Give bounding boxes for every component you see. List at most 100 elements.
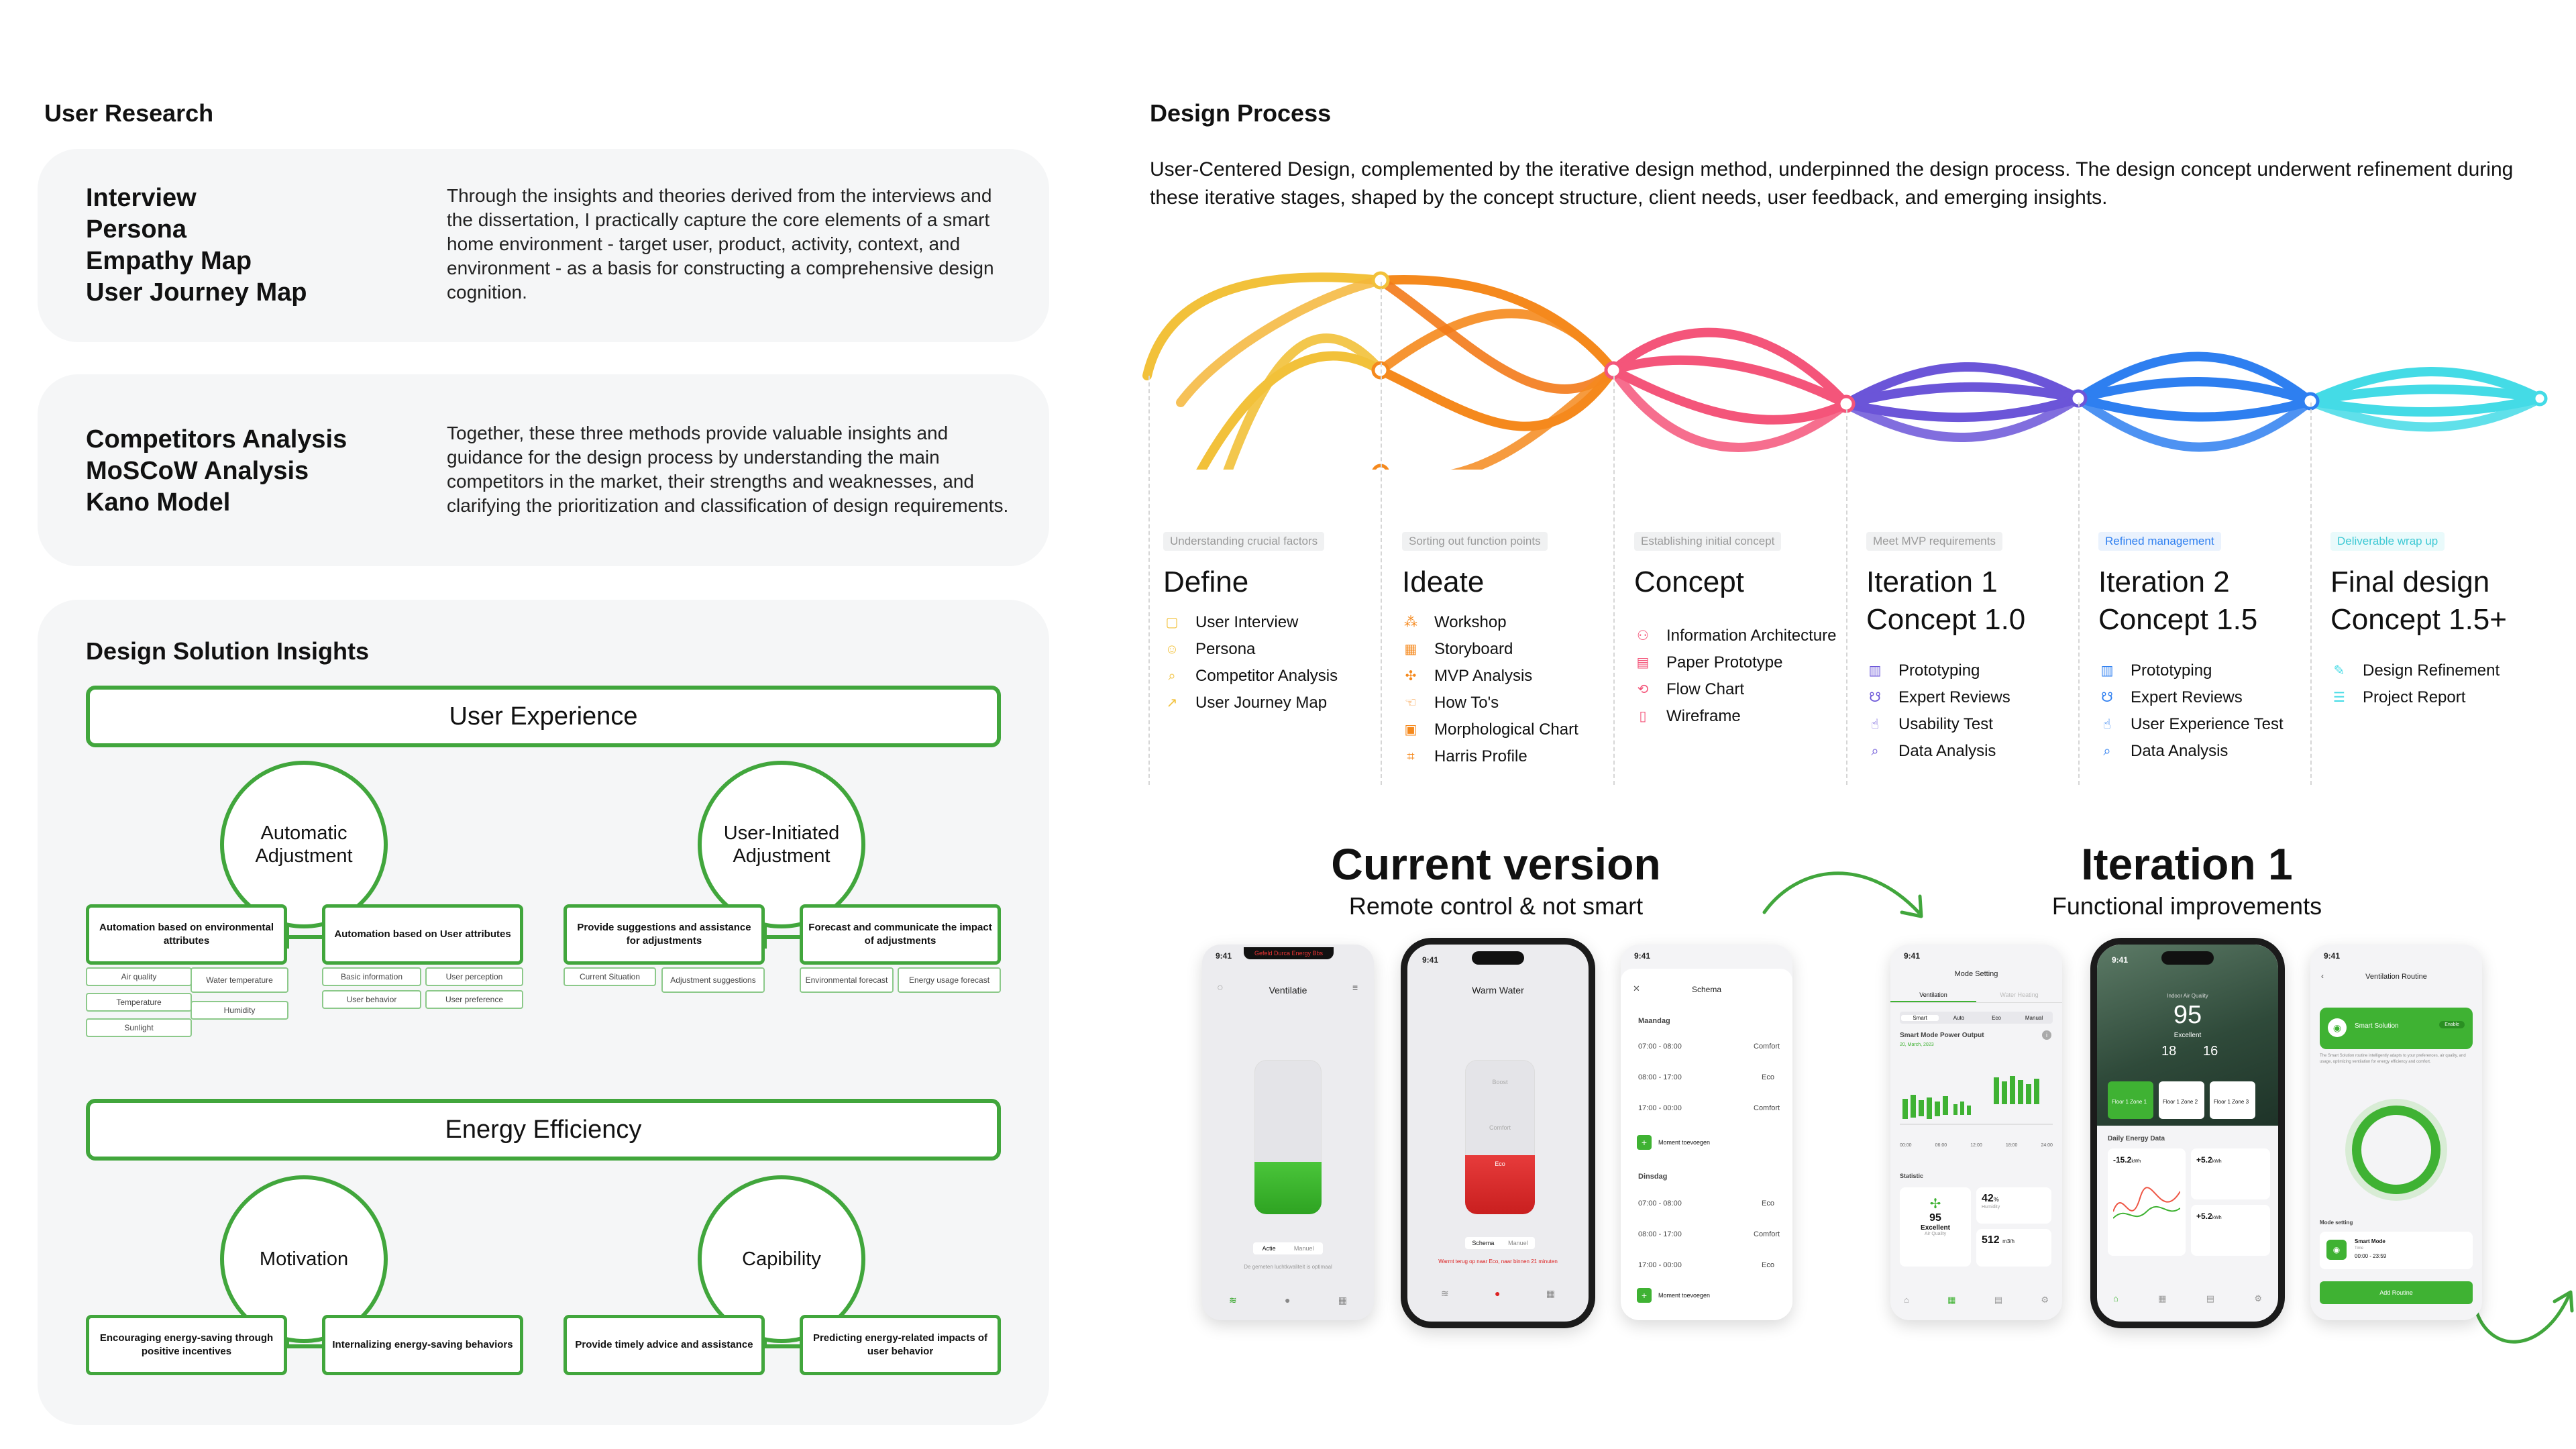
person-icon: ☺ <box>1165 642 1179 657</box>
mode-segment: Smart Auto Eco Manual <box>1900 1012 2053 1024</box>
tab-ventilation[interactable]: Ventilation <box>1890 989 1976 1002</box>
connector <box>286 1344 326 1348</box>
energy-saving-card: +5.2kWh <box>2191 1148 2270 1199</box>
add-moment-button[interactable]: +Moment toevoegen <box>1637 1288 1710 1303</box>
zone-selector: Floor 1 Zone 1 Floor 1 Zone 2 Floor 1 Zo… <box>2108 1081 2255 1119</box>
process-flow-ribbons <box>1142 271 2548 470</box>
back-icon[interactable]: ‹ <box>2321 971 2324 981</box>
zone-card[interactable]: Floor 1 Zone 2 <box>2159 1081 2204 1119</box>
stage-item: ⌗Harris Profile <box>1402 743 1578 770</box>
nav-home-icon[interactable]: ⌂ <box>1904 1295 1909 1305</box>
nav-drop-icon[interactable]: ● <box>1495 1288 1501 1299</box>
attribute-tag: User behavior <box>322 990 421 1009</box>
water-control[interactable]: Boost Comfort Eco <box>1465 1060 1535 1214</box>
tab-actie[interactable]: Actie <box>1262 1245 1276 1252</box>
schedule-time: 08:00 - 17:00 <box>1638 1073 1682 1081</box>
nav-stats-icon[interactable]: ▤ <box>1994 1295 2003 1305</box>
close-icon[interactable]: ✕ <box>1633 983 1640 994</box>
zone-card[interactable]: Floor 1 Zone 3 <box>2210 1081 2255 1119</box>
phone-ventilatie: 9:41 Gefeld Durca Energy Bbs Ventilatie … <box>1202 945 1374 1320</box>
nav-drop-icon[interactable]: ● <box>1285 1295 1291 1305</box>
label-comfort: Comfort <box>1489 1124 1511 1131</box>
stage-list-iteration2: ▥Prototyping ☋Expert Reviews ☝User Exper… <box>2098 657 2284 765</box>
nav-fan-icon[interactable]: ≋ <box>1441 1288 1449 1299</box>
attribute-tag: Water temperature <box>191 967 288 993</box>
stage-item: ▢User Interview <box>1163 609 1338 636</box>
energy-trend-chart <box>2113 1187 2180 1219</box>
tab-water-heating[interactable]: Water Heating <box>2000 991 2039 998</box>
energy-value: +5.2 <box>2196 1212 2212 1221</box>
stage-item-label: Persona <box>1195 640 1256 658</box>
nav-settings-icon[interactable]: ⚙ <box>2254 1293 2262 1303</box>
nav-stats-icon[interactable]: ▤ <box>2206 1293 2215 1303</box>
stage-item-label: Project Report <box>2363 688 2466 706</box>
schedule-mode: Comfort <box>1754 1042 1780 1051</box>
attribute-tag: User preference <box>425 990 523 1009</box>
research-card-2-text: Together, these three methods provide va… <box>447 423 1009 516</box>
screen-title: Ventilation Routine <box>2365 973 2427 981</box>
connector <box>763 935 804 939</box>
stage-item-label: Storyboard <box>1434 640 1513 658</box>
attribute-tag: Humidity <box>191 1001 288 1020</box>
stage-item-label: MVP Analysis <box>1434 667 1533 685</box>
nav-calendar-icon[interactable]: ▦ <box>1338 1295 1347 1305</box>
add-routine-button[interactable]: Add Routine <box>2320 1281 2473 1304</box>
user-experience-bar: User Experience <box>86 686 1001 747</box>
tab-schema[interactable]: Schema <box>1472 1240 1495 1246</box>
info-icon[interactable]: i <box>2042 1030 2051 1040</box>
stage-item: ▦Storyboard <box>1402 636 1578 663</box>
stage-item-label: User Interview <box>1195 613 1299 631</box>
energy-value: -15.2 <box>2113 1155 2132 1165</box>
air-quality-label: Indoor Air Quality <box>2167 993 2208 999</box>
power-card: 512 m3/h <box>1976 1229 2051 1267</box>
stage-item: ☋Expert Reviews <box>2098 684 2284 711</box>
status-footer: De gemeten luchtkwaliteit is optimaal <box>1244 1264 1332 1270</box>
category-tabs: Ventilation Water Heating <box>1890 989 2062 1003</box>
tab-manuel[interactable]: Manuel <box>1508 1240 1528 1246</box>
nav-home-icon[interactable]: ⌂ <box>2113 1293 2118 1303</box>
wireframe-icon: ▯ <box>1639 709 1647 724</box>
mode-auto[interactable]: Auto <box>1953 1014 1965 1021</box>
stage-title-line: Concept 1.5 <box>2098 603 2258 636</box>
fan-control[interactable] <box>1254 1060 1322 1214</box>
energy-unit: kWh <box>2131 1159 2141 1164</box>
circle-label: Motivation <box>259 1248 349 1270</box>
nav-calendar-icon[interactable]: ▦ <box>1546 1288 1555 1299</box>
mode-manual[interactable]: Manual <box>2025 1014 2043 1021</box>
research-card-1-text: Through the insights and theories derive… <box>447 185 994 303</box>
energy-unit: kWh <box>2212 1159 2222 1164</box>
smart-mode-card[interactable]: ◉ Smart Mode Time 00:00 - 23:59 <box>2320 1232 2473 1269</box>
design-process-intro: User-Centered Design, complemented by th… <box>1150 158 2514 209</box>
forecast-box: Forecast and communicate the impact of a… <box>800 904 1001 965</box>
mode-tabs: Schema Manuel <box>1465 1237 1535 1249</box>
stage-item-label: Expert Reviews <box>2131 688 2243 706</box>
stage-item: ▤Paper Prototype <box>1634 649 1836 676</box>
nav-settings-icon[interactable]: ⚙ <box>2041 1295 2049 1305</box>
stage-title-define: Define <box>1163 564 1248 601</box>
status-footer: Warmt terug op naar Eco, naar binnen 21 … <box>1438 1258 1558 1265</box>
nav-control-icon[interactable]: ▦ <box>2158 1293 2167 1303</box>
stage-title-line: Define <box>1163 566 1249 598</box>
zone-card[interactable]: Floor 1 Zone 1 <box>2108 1081 2153 1119</box>
schedule-mode: Eco <box>1762 1199 1774 1208</box>
tab-manuel[interactable]: Manuel <box>1293 1245 1314 1252</box>
attribute-tag: Sunlight <box>86 1018 192 1037</box>
attribute-tag: Temperature <box>86 993 192 1012</box>
add-moment-button[interactable]: +Moment toevoegen <box>1637 1135 1710 1150</box>
phone-schema: 9:41 ✕ Schema Maandag 07:00 - 08:00 Comf… <box>1621 945 1792 1320</box>
enable-toggle[interactable]: Enable <box>2439 1021 2465 1028</box>
box-icon: ▣ <box>1404 722 1417 737</box>
stage-list-iteration1: ▥Prototyping ☋Expert Reviews ☝Usability … <box>1866 657 2010 765</box>
daily-energy-title: Daily Energy Data <box>2108 1135 2165 1142</box>
mode-smart[interactable]: Smart <box>1901 1014 1939 1021</box>
stage-title-line: Ideate <box>1402 566 1485 598</box>
nav-fan-icon[interactable]: ≋ <box>1229 1295 1237 1305</box>
mode-eco[interactable]: Eco <box>1992 1014 2001 1021</box>
stage-item: ☋Expert Reviews <box>1866 684 2010 711</box>
stage-item-label: Prototyping <box>2131 661 2212 680</box>
phone-ventilation-routine: 9:41 ‹ Ventilation Routine ◉ Smart Solut… <box>2310 945 2482 1320</box>
tick-label: 12:00 <box>1970 1143 1982 1148</box>
nav-control-icon[interactable]: ▦ <box>1947 1295 1956 1305</box>
label-boost: Boost <box>1492 1079 1508 1085</box>
schedule-time: 17:00 - 00:00 <box>1638 1104 1682 1112</box>
